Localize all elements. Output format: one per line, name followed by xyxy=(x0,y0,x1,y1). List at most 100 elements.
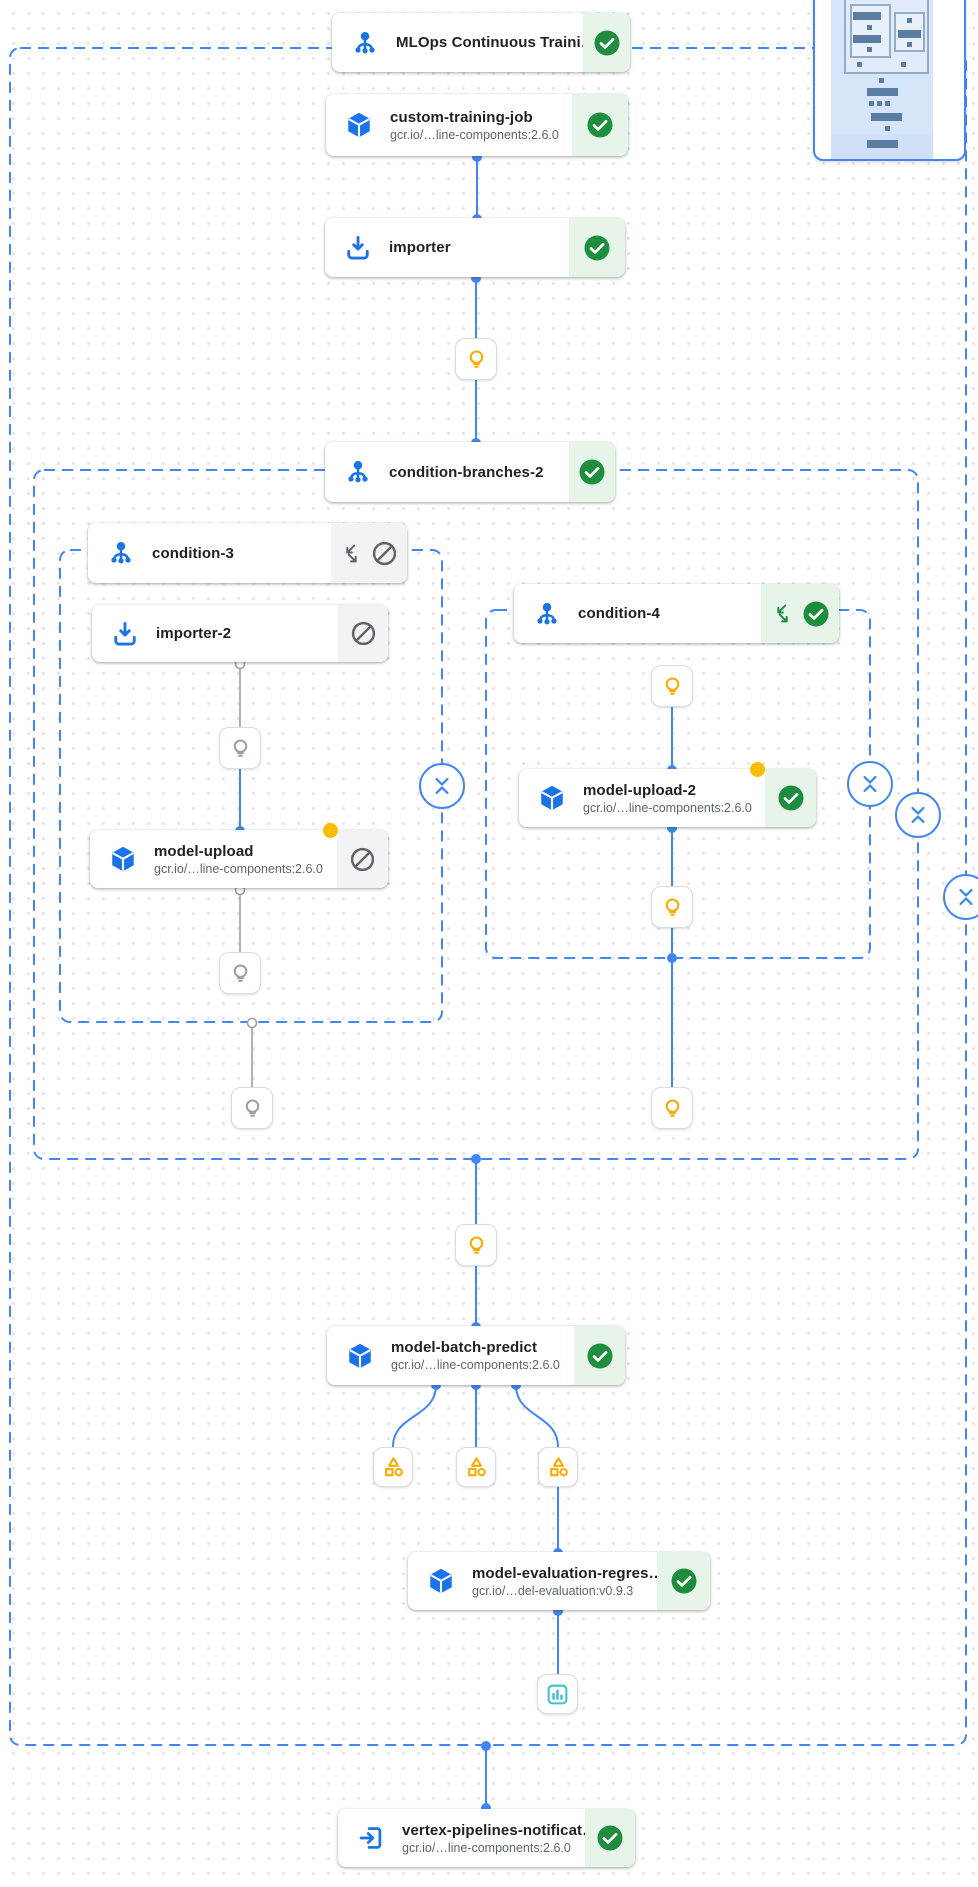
status-badge-succeeded xyxy=(572,94,628,156)
node-title: model-batch-predict xyxy=(391,1339,538,1356)
node-subtitle: gcr.io/…line-components:2.6.0 xyxy=(391,1358,560,1372)
node-title: model-upload-2 xyxy=(583,781,697,799)
node-title: condition-4 xyxy=(578,605,660,622)
minimap-node xyxy=(867,47,872,52)
artifact-marker[interactable] xyxy=(538,1447,578,1487)
expand-subdag-icon[interactable] xyxy=(770,601,795,626)
lightbulb-icon xyxy=(660,895,685,920)
parameter-marker[interactable] xyxy=(455,1224,497,1266)
status-badge-succeeded xyxy=(765,769,816,827)
lightbulb-icon xyxy=(228,961,253,986)
pipeline-node-importer[interactable]: importer xyxy=(325,218,625,277)
importer-icon xyxy=(343,233,373,263)
collapse-button-condition-branches-2[interactable] xyxy=(895,792,941,838)
minimap-node xyxy=(857,62,862,67)
parameter-marker[interactable] xyxy=(651,665,693,707)
node-subtitle: gcr.io/…del-evaluation:v0.9.3 xyxy=(472,1583,634,1598)
minimap-node xyxy=(853,12,881,20)
warning-dot xyxy=(323,823,338,838)
collapse-button-condition-4[interactable] xyxy=(847,761,893,807)
minimap-node xyxy=(879,78,884,83)
pipeline-node-custom-training-job[interactable]: custom-training-job gcr.io/…line-compone… xyxy=(326,94,628,156)
dag-icon xyxy=(106,538,136,568)
check-circle-icon xyxy=(801,599,831,629)
minimap[interactable] xyxy=(813,0,966,161)
unfold-less-icon xyxy=(905,802,931,828)
pipeline-node-condition-4[interactable]: condition-4 xyxy=(514,584,839,643)
cube-icon xyxy=(537,783,567,813)
group-border-pipeline-root xyxy=(9,47,967,1746)
artifact-marker[interactable] xyxy=(456,1447,496,1487)
pipeline-node-importer-2[interactable]: importer-2 xyxy=(92,605,388,662)
cube-icon xyxy=(344,110,374,140)
importer-icon xyxy=(110,619,140,649)
status-badge-succeeded xyxy=(574,1326,625,1385)
cube-icon xyxy=(345,1341,375,1371)
parameter-marker[interactable] xyxy=(455,338,497,380)
skipped-icon xyxy=(348,845,377,874)
lightbulb-icon xyxy=(464,1233,489,1258)
pipeline-node-vertex-pipelines-notification[interactable]: vertex-pipelines-notificat… gcr.io/…line… xyxy=(338,1809,635,1867)
artifact-shapes-icon xyxy=(381,1455,406,1480)
parameter-marker[interactable] xyxy=(231,1087,273,1129)
parameter-marker[interactable] xyxy=(219,727,261,769)
edge-curves-blue xyxy=(392,1384,559,1448)
node-title: model-evaluation-regres… xyxy=(472,1564,664,1582)
metrics-marker[interactable] xyxy=(537,1674,578,1714)
lightbulb-icon xyxy=(228,736,253,761)
collapse-button-pipeline-root[interactable] xyxy=(943,874,978,920)
status-badge-succeeded xyxy=(657,1552,710,1610)
skipped-icon xyxy=(370,539,399,568)
lightbulb-icon xyxy=(464,347,489,372)
status-badge-succeeded xyxy=(569,218,625,277)
pipeline-node-model-upload-2[interactable]: model-upload-2 gcr.io/…line-components:2… xyxy=(519,762,816,827)
check-circle-icon xyxy=(595,1823,625,1853)
minimap-node xyxy=(867,140,898,148)
check-circle-icon xyxy=(585,110,615,140)
unfold-less-icon xyxy=(857,771,883,797)
status-badge-skipped xyxy=(338,605,388,662)
dag-icon xyxy=(350,28,380,58)
cube-icon xyxy=(426,1566,456,1596)
pipeline-node-model-batch-predict[interactable]: model-batch-predict gcr.io/…line-compone… xyxy=(327,1326,625,1385)
dag-icon xyxy=(532,599,562,629)
pipeline-node-model-evaluation-regression[interactable]: model-evaluation-regres… gcr.io/…del-eva… xyxy=(408,1552,710,1610)
status-badge-succeeded xyxy=(585,1809,635,1867)
pipeline-node-model-upload[interactable]: model-upload gcr.io/…line-components:2.6… xyxy=(90,823,388,888)
parameter-marker[interactable] xyxy=(651,1087,693,1129)
unfold-less-icon xyxy=(429,773,455,799)
cube-icon xyxy=(108,844,138,874)
expand-subdag-icon[interactable] xyxy=(339,541,364,566)
minimap-node xyxy=(871,113,902,121)
node-title: MLOps Continuous Traini… xyxy=(396,34,596,51)
check-circle-icon xyxy=(669,1566,699,1596)
minimap-node xyxy=(885,101,890,106)
minimap-node xyxy=(877,101,882,106)
check-circle-icon xyxy=(577,457,607,487)
pipeline-node-condition-3[interactable]: condition-3 xyxy=(88,523,407,583)
skipped-icon xyxy=(349,619,378,648)
metrics-chart-icon xyxy=(545,1682,570,1707)
check-circle-icon xyxy=(592,28,622,58)
minimap-node xyxy=(853,35,881,43)
minimap-node xyxy=(907,18,912,23)
artifact-marker[interactable] xyxy=(373,1447,413,1487)
pipeline-node-condition-branches-2[interactable]: condition-branches-2 xyxy=(325,442,615,502)
lightbulb-icon xyxy=(240,1096,265,1121)
pipeline-node-mlops-continuous-training[interactable]: MLOps Continuous Traini… xyxy=(332,13,630,72)
minimap-node xyxy=(898,30,921,38)
node-title: custom-training-job xyxy=(390,108,533,126)
parameter-marker[interactable] xyxy=(651,886,693,928)
node-title: condition-branches-2 xyxy=(389,463,544,481)
node-subtitle: gcr.io/…line-components:2.6.0 xyxy=(390,127,559,142)
status-badge-succeeded xyxy=(569,442,615,502)
node-title: model-upload xyxy=(154,842,254,860)
lightbulb-icon xyxy=(660,674,685,699)
node-subtitle: gcr.io/…line-components:2.6.0 xyxy=(154,861,323,876)
collapse-button-condition-3[interactable] xyxy=(419,763,465,809)
unfold-less-icon xyxy=(953,884,978,910)
artifact-shapes-icon xyxy=(546,1455,571,1480)
minimap-node xyxy=(867,25,872,30)
parameter-marker[interactable] xyxy=(219,952,261,994)
